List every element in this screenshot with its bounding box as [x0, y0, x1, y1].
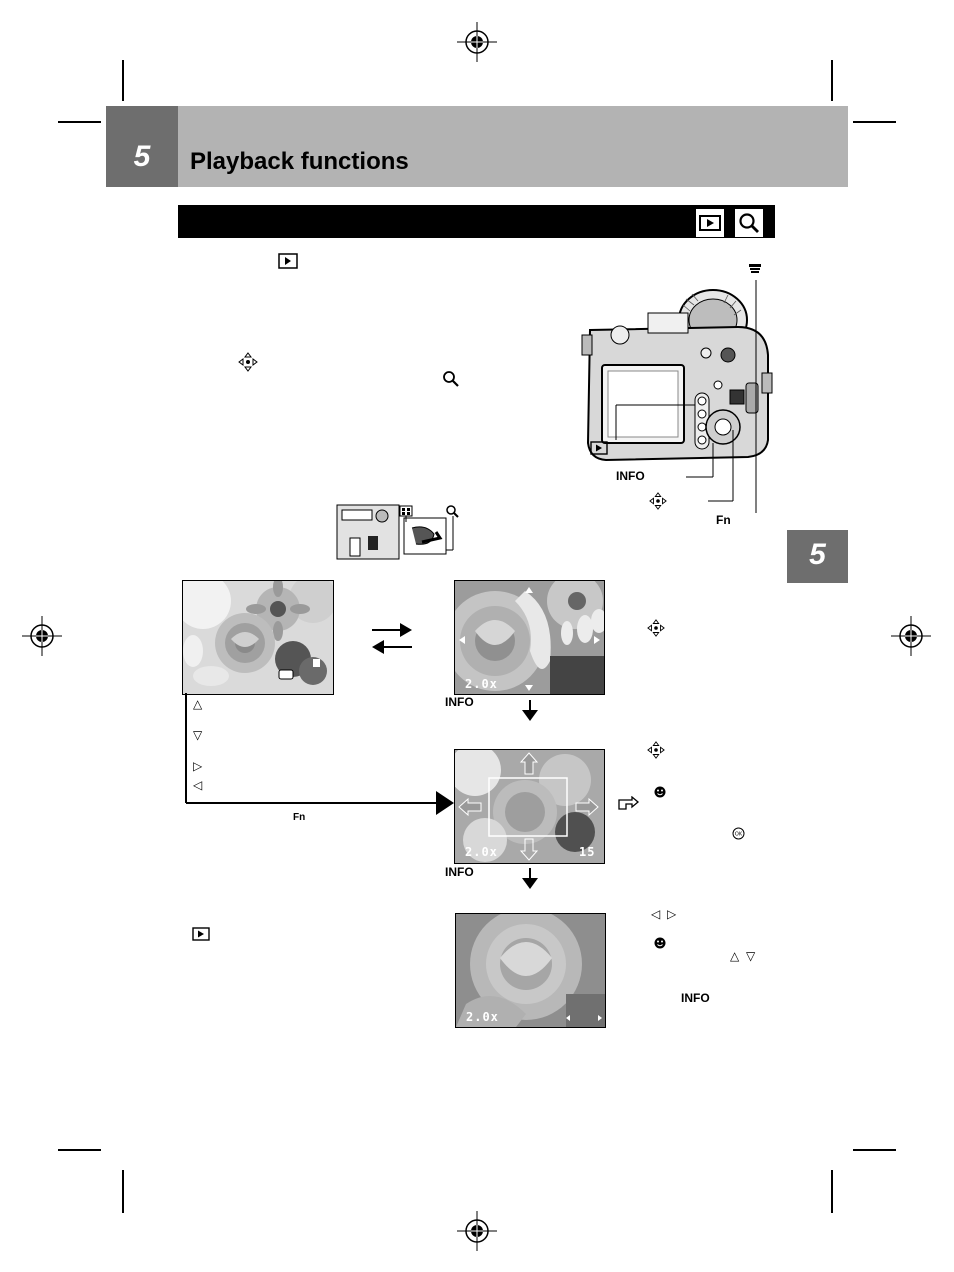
flow-connector-line — [185, 693, 454, 815]
face-icon — [654, 786, 666, 798]
playback-icon — [590, 441, 608, 455]
registration-mark-icon — [457, 1211, 497, 1251]
side-tab-number: 5 — [809, 538, 826, 571]
playback-screen-zoomed-scroll: 2.0x — [455, 913, 606, 1028]
down-flow-arrow — [522, 700, 538, 721]
fn-button-label: Fn — [293, 812, 306, 823]
info-button-label: INFO — [616, 469, 645, 483]
crop-mark — [58, 121, 101, 123]
registration-mark-icon — [22, 616, 62, 656]
zoom-lever-illustration — [336, 504, 459, 560]
zoom-ratio: 2.0x — [465, 677, 498, 691]
frame-count: 15 — [579, 845, 596, 859]
fn-button-label: Fn — [716, 513, 731, 527]
info-button-label: INFO — [681, 991, 710, 1005]
crop-mark — [58, 1149, 101, 1151]
magnify-icon — [735, 209, 763, 237]
chapter-header-band — [106, 106, 848, 187]
crop-mark — [831, 60, 833, 101]
arrow-pad-icon — [649, 492, 667, 510]
svg-text:OK: OK — [735, 832, 743, 838]
playback-screen-zoom-frame: 2.0x 15 — [454, 749, 605, 864]
face-icon — [654, 937, 666, 949]
arrow-pad-icon — [647, 741, 665, 759]
info-button-label: INFO — [445, 695, 474, 709]
down-flow-arrow — [522, 868, 538, 889]
arrow-pad-icon — [647, 619, 665, 637]
magnify-icon — [443, 371, 459, 387]
reference-hand-icon — [618, 796, 640, 810]
playback-icon — [696, 209, 724, 237]
toggle-arrows-icon — [372, 623, 412, 654]
crop-mark — [831, 1170, 833, 1213]
playback-screen-zoomed: 2.0x — [454, 580, 605, 695]
zoom-ratio: 2.0x — [465, 845, 498, 859]
crop-mark — [853, 1149, 896, 1151]
crop-mark — [122, 1170, 124, 1213]
zoom-ratio: 2.0x — [466, 1010, 499, 1024]
chapter-title: Playback functions — [190, 148, 409, 175]
playback-screen-normal — [182, 580, 334, 695]
registration-mark-icon — [457, 22, 497, 62]
info-button-label: INFO — [445, 865, 474, 879]
chapter-number: 5 — [133, 140, 151, 173]
crop-mark — [122, 60, 124, 101]
down-arrow-icon: ▽ — [746, 949, 756, 963]
left-arrow-icon: ◁ — [651, 907, 661, 921]
ok-button-icon: OK — [732, 827, 745, 840]
camera-illustration — [581, 280, 773, 513]
playback-icon — [278, 253, 298, 269]
right-arrow-icon: ▷ — [193, 759, 203, 773]
right-arrow-icon: ▷ — [667, 907, 677, 921]
arrow-pad-icon — [238, 352, 258, 372]
registration-mark-icon — [891, 616, 931, 656]
up-arrow-icon: △ — [193, 697, 203, 711]
section-title-bar — [178, 205, 775, 238]
crop-mark — [853, 121, 896, 123]
up-arrow-icon: △ — [730, 949, 740, 963]
chapter-number-box — [106, 106, 178, 187]
left-arrow-icon: ◁ — [193, 778, 203, 792]
chapter-side-tab — [787, 530, 848, 583]
down-arrow-icon: ▽ — [193, 728, 203, 742]
control-dial-icon — [749, 264, 761, 273]
playback-icon — [192, 927, 210, 941]
